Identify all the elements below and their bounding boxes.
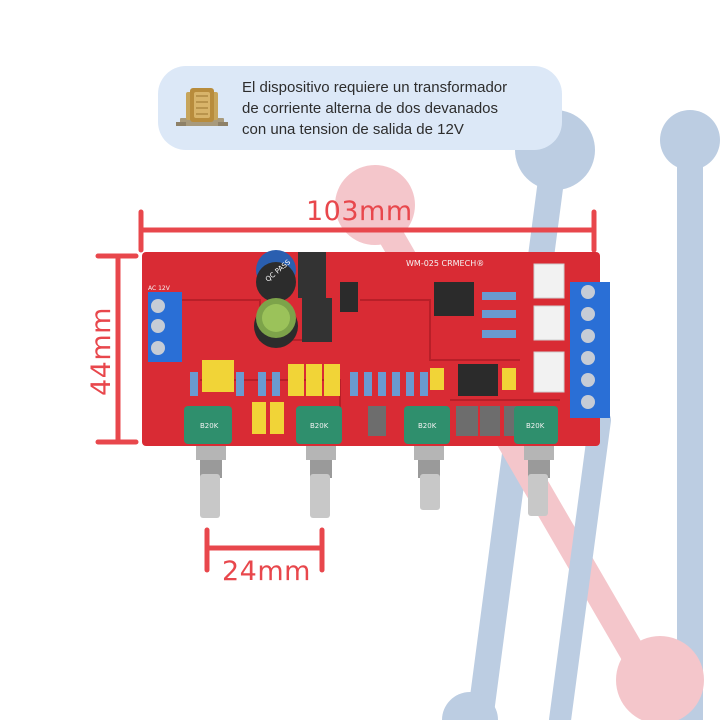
note-line-3: con una tension de salida de 12V (242, 120, 464, 138)
knob-label-2: B20K (310, 422, 329, 430)
transformer-note: El dispositivo requiere un transformador… (158, 66, 562, 150)
power-terminal (148, 292, 182, 362)
knob-label-1: B20K (200, 422, 219, 430)
width-dimension-line (138, 209, 597, 253)
note-text: El dispositivo requiere un transformador… (242, 78, 507, 139)
width-label: 103mm (306, 196, 413, 227)
ic-chip-1 (434, 282, 474, 316)
transformer-icon (176, 88, 228, 126)
note-line-1: El dispositivo requiere un transformador (242, 78, 508, 96)
regulator-2 (302, 298, 332, 342)
board-label: WM-025 CRMECH® (406, 259, 484, 268)
height-label: 44mm (86, 307, 117, 396)
knob-spacing-dimension-line (204, 527, 325, 573)
film-capacitors (202, 360, 516, 434)
potentiometer-shafts (196, 440, 554, 518)
capacitors (254, 250, 298, 348)
input-connectors (533, 263, 565, 393)
power-label: AC 12V (148, 285, 171, 292)
knob-spacing-label: 24mm (222, 556, 311, 587)
output-terminal (570, 282, 610, 418)
knob-label-4: B20K (526, 422, 545, 430)
note-line-2: de corriente alterna de dos devanados (242, 99, 499, 117)
ic-chip-3 (340, 282, 358, 312)
regulator-1 (298, 252, 326, 298)
resistors (190, 292, 516, 396)
ic-chip-2 (458, 364, 498, 396)
potentiometers (184, 406, 558, 444)
grey-components (368, 406, 520, 436)
knob-label-3: B20K (418, 422, 437, 430)
height-dimension-line (95, 253, 139, 445)
